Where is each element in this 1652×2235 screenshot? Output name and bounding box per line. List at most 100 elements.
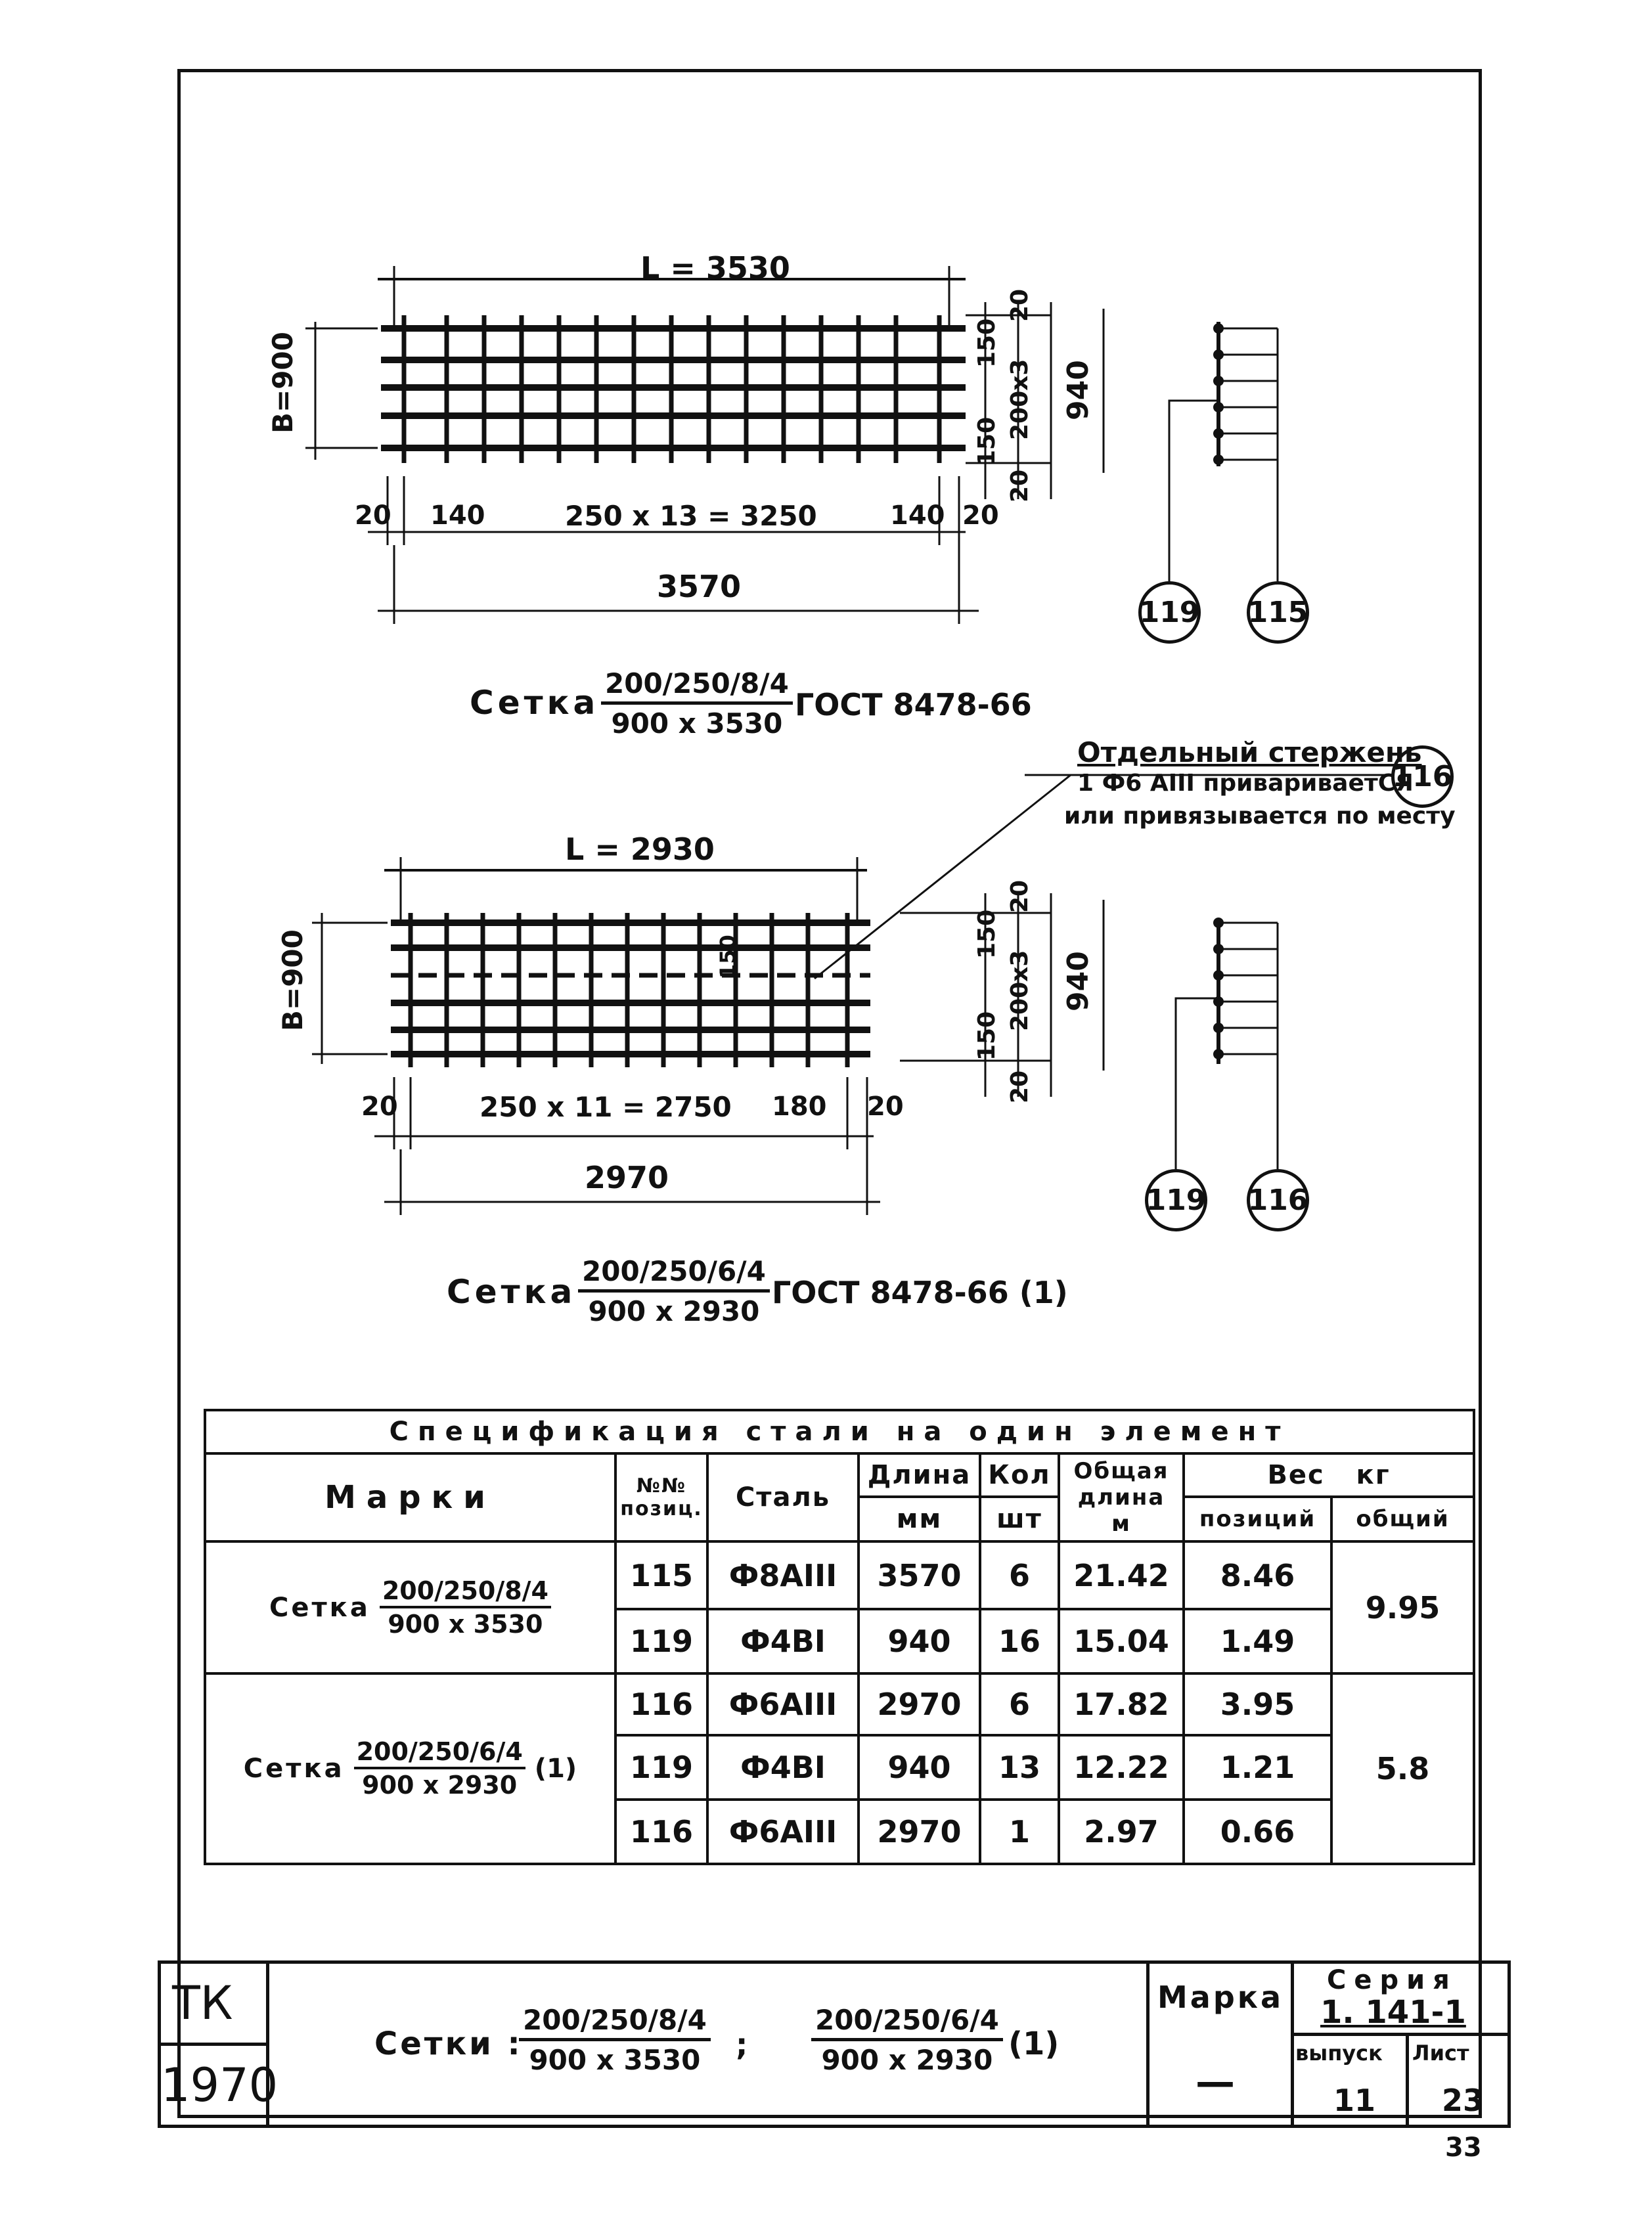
caption-standard: ГОСТ 8478-66 <box>795 687 1032 722</box>
cell-qty: 16 <box>979 1607 1060 1675</box>
dim2-bottom-20-left: 20 <box>361 1092 398 1122</box>
width-label-2: В=900 <box>277 929 309 1031</box>
title-fraction-1: 200/250/8/4 900 х 3530 <box>519 2006 711 2074</box>
cell-weight: 1.21 <box>1182 1733 1333 1801</box>
cell-qty: 1 <box>979 1798 1060 1866</box>
header-qty: Кол <box>979 1452 1060 1499</box>
table-row: Сетка 200/250/8/4 900 х 3530 115 Ф8АIII … <box>204 1540 1476 1675</box>
mark-fraction: 200/250/6/4 900 х 2930 <box>353 1739 525 1800</box>
dim2-total-length: 2970 <box>585 1160 669 1195</box>
mark-denominator: 900 х 3530 <box>388 1610 543 1639</box>
dim-bottom-spacing: 250 х 13 = 3250 <box>565 500 817 532</box>
title-block-div-3 <box>1291 1960 1294 2128</box>
cell-qty: 6 <box>979 1671 1060 1737</box>
cell-pos: 116 <box>614 1671 709 1737</box>
caption-denominator: 900 х 3530 <box>611 707 783 740</box>
cell-weight: 8.46 <box>1182 1540 1333 1610</box>
header-qty-unit: шт <box>979 1495 1060 1543</box>
mark-prefix: Сетка <box>243 1753 345 1784</box>
title-separator: ; <box>736 2027 748 2062</box>
cell-total-length: 12.22 <box>1058 1733 1185 1801</box>
cell-length: 3570 <box>857 1540 981 1610</box>
cell-qty: 6 <box>979 1540 1060 1610</box>
dim-bottom-20-right: 20 <box>962 500 999 531</box>
title-block-div-1 <box>266 1960 269 2128</box>
spec-title: Спецификация стали на один элемент <box>203 1408 1476 1455</box>
cell-group-total: 5.8 <box>1329 1671 1476 1866</box>
year: 1970 <box>161 2058 279 2112</box>
cell-pos: 115 <box>614 1540 709 1610</box>
title-denominator-2: 900 х 2930 <box>821 2044 993 2076</box>
header-weight-total: общий <box>1329 1495 1476 1543</box>
header-weight-position: позиций <box>1182 1495 1333 1543</box>
caption2-fraction: 200/250/6/4 900 х 2930 <box>578 1258 770 1325</box>
org-code: ТК <box>172 1976 233 2030</box>
cell-weight: 3.95 <box>1182 1671 1333 1737</box>
caption2-prefix: Сетка <box>447 1273 577 1311</box>
caption-prefix: Сетка <box>470 684 600 722</box>
header-length: Длина <box>857 1452 981 1499</box>
mark-fraction: 200/250/8/4 900 х 3530 <box>379 1578 551 1639</box>
dim-right-150-bottom: 150 <box>973 416 1000 466</box>
title-block-org-divider <box>158 2043 266 2046</box>
position-marker-116-b: 116 <box>1247 1169 1309 1231</box>
table-row: Сетка 200/250/6/4 900 х 2930 (1) 116 Ф6А… <box>204 1671 1476 1866</box>
note-line-1: Отдельный стержень <box>1077 736 1422 768</box>
title-block-div-4 <box>1291 2033 1511 2036</box>
cell-weight: 0.66 <box>1182 1798 1333 1866</box>
dim2-right-20-top: 20 <box>1006 879 1033 913</box>
sheet-label: Лист <box>1412 2041 1469 2066</box>
drawing-frame <box>177 69 1482 2118</box>
cell-steel: Ф6АIII <box>706 1671 860 1737</box>
dim-total-height: 940 <box>1061 360 1095 420</box>
mark-denominator: 900 х 2930 <box>362 1771 518 1800</box>
cell-qty: 13 <box>979 1733 1060 1801</box>
mark-cell-2: Сетка 200/250/6/4 900 х 2930 (1) <box>204 1671 617 1866</box>
position-marker-119: 119 <box>1138 581 1201 644</box>
mesh-drawing-1 <box>305 266 1279 624</box>
cell-length: 940 <box>857 1607 981 1675</box>
header-length-unit: мм <box>857 1495 981 1543</box>
cell-total-length: 2.97 <box>1058 1798 1185 1866</box>
series-value: 1. 141-1 <box>1320 1994 1466 2031</box>
issue-value: 11 <box>1333 2083 1376 2118</box>
header-position: №№ позиц. <box>614 1452 709 1543</box>
page-number: 33 <box>1445 2133 1482 2163</box>
header-weight: Вес кг <box>1182 1452 1476 1499</box>
sheet-value: 23 <box>1442 2083 1485 2118</box>
caption2-numerator: 200/250/6/4 <box>578 1258 770 1293</box>
dim2-right-200x3: 200х3 <box>1006 950 1033 1031</box>
title-prefix: Сетки : <box>374 2025 523 2062</box>
series-label: Серия <box>1327 1965 1458 1995</box>
title-block-div-5 <box>1406 2033 1409 2128</box>
cell-length: 940 <box>857 1733 981 1801</box>
mark-prefix: Сетка <box>269 1592 370 1623</box>
mark-numerator: 200/250/8/4 <box>379 1578 551 1609</box>
title-block-div-2 <box>1146 1960 1150 2128</box>
header-mark: Марки <box>204 1452 617 1543</box>
dim-bottom-140-left: 140 <box>430 500 485 531</box>
caption2-denominator: 900 х 2930 <box>588 1295 760 1327</box>
dim-right-150-top: 150 <box>973 318 1000 368</box>
cell-total-length: 21.42 <box>1058 1540 1185 1610</box>
mark-numerator: 200/250/6/4 <box>353 1739 525 1770</box>
dim2-right-150-top: 150 <box>973 909 1000 959</box>
steel-specification-table: Спецификация стали на один элемент Марки… <box>203 1408 1476 1866</box>
dim-bottom-140-right: 140 <box>890 500 945 531</box>
length-label-2: L = 2930 <box>565 831 715 867</box>
caption2-standard: ГОСТ 8478-66 (1) <box>772 1275 1068 1310</box>
note-line-3: или привязывается по месту <box>1064 803 1456 830</box>
cell-pos: 116 <box>614 1798 709 1866</box>
dim-right-20-bottom: 20 <box>1006 469 1033 502</box>
length-label: L = 3530 <box>640 250 790 286</box>
mark-cell-1: Сетка 200/250/8/4 900 х 3530 <box>204 1540 617 1675</box>
title-suffix: (1) <box>1008 2025 1060 2062</box>
dim2-bottom-180: 180 <box>772 1092 827 1122</box>
cell-weight: 1.49 <box>1182 1607 1333 1675</box>
table-row: 119 Ф4ВI 940 16 15.04 1.49 <box>205 1607 1474 1675</box>
dim2-total-height: 940 <box>1061 951 1095 1011</box>
cell-total-length: 17.82 <box>1058 1671 1185 1737</box>
title-fraction-2: 200/250/6/4 900 х 2930 <box>811 2006 1003 2074</box>
title-denominator-1: 900 х 3530 <box>529 2044 701 2076</box>
position-marker-119-b: 119 <box>1145 1169 1207 1231</box>
